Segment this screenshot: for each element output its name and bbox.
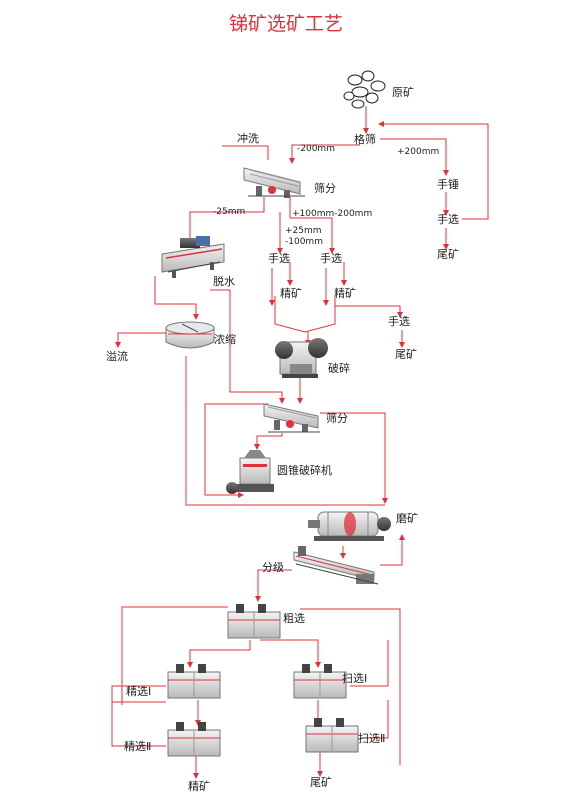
label-minus200: -200mm bbox=[297, 144, 335, 154]
label-scav2: 扫选Ⅱ bbox=[358, 732, 385, 745]
label-grid-screen: 格筛 bbox=[354, 132, 376, 146]
dewatering-screen-icon bbox=[161, 236, 225, 278]
thickener-icon bbox=[165, 321, 215, 349]
label-cleaner1: 精选Ⅰ bbox=[126, 685, 151, 698]
label-plus200: +200mm bbox=[397, 147, 439, 157]
cone-crusher-icon bbox=[226, 450, 274, 494]
label-tailings-top: 尾矿 bbox=[437, 248, 459, 261]
label-classify: 分级 bbox=[262, 561, 284, 574]
label-dewater: 脱水 bbox=[213, 274, 235, 288]
label-hand-pick-c: 手选 bbox=[388, 314, 410, 328]
label-hammer: 手锤 bbox=[437, 177, 459, 191]
label-crushing: 破碎 bbox=[328, 361, 350, 375]
label-scav1: 扫选Ⅰ bbox=[342, 672, 367, 685]
label-concentrate-b: 精矿 bbox=[334, 287, 356, 300]
label-cone-crusher: 圆锥破碎机 bbox=[277, 463, 332, 477]
label-minus25: -25mm bbox=[213, 207, 245, 217]
label-raw-ore: 原矿 bbox=[392, 86, 414, 99]
vibrating-screen-icon bbox=[243, 167, 305, 198]
flotation-cell-cleaner2-icon bbox=[167, 722, 221, 757]
label-range100-200: +100mm-200mm bbox=[292, 209, 372, 219]
label-screening2: 筛分 bbox=[326, 411, 348, 425]
label-hand-pick-top: 手选 bbox=[437, 212, 459, 226]
label-tailings-mid: 尾矿 bbox=[395, 348, 417, 361]
spiral-classifier-icon bbox=[293, 546, 379, 585]
flotation-cell-scav2-icon bbox=[305, 718, 359, 753]
label-minus100: -100mm bbox=[285, 237, 323, 247]
flow-arrowheads bbox=[115, 121, 449, 779]
flotation-cell-scav1-icon bbox=[293, 664, 347, 699]
label-final-concentrate: 精矿 bbox=[188, 780, 210, 793]
label-grinding: 磨矿 bbox=[396, 512, 418, 525]
label-concentrate-a: 精矿 bbox=[280, 287, 302, 300]
label-hand-pick-a: 手选 bbox=[268, 251, 290, 265]
page-title: 锑矿选矿工艺 bbox=[229, 13, 343, 35]
stage-labels: 原矿 格筛 冲洗 -200mm +200mm 手锤 手选 尾矿 筛分 -25mm… bbox=[106, 86, 459, 793]
jaw-crusher-icon bbox=[275, 338, 328, 378]
flotation-cell-cleaner1-icon bbox=[167, 664, 221, 699]
label-final-tailings: 尾矿 bbox=[310, 776, 332, 789]
flotation-cell-rougher-icon bbox=[227, 604, 281, 639]
label-screening: 筛分 bbox=[314, 181, 336, 195]
label-cleaner2: 精选Ⅱ bbox=[124, 740, 151, 753]
label-overflow: 溢流 bbox=[106, 349, 128, 363]
label-plus25: +25mm bbox=[285, 226, 322, 236]
vibrating-screen-2-icon bbox=[263, 403, 320, 433]
flow-lines bbox=[111, 106, 489, 775]
raw-ore-icon bbox=[343, 70, 386, 109]
label-rougher: 粗选 bbox=[283, 612, 305, 625]
label-thicken: 浓缩 bbox=[214, 333, 236, 346]
label-wash: 冲洗 bbox=[237, 131, 259, 145]
label-hand-pick-b: 手选 bbox=[320, 251, 342, 265]
ball-mill-icon bbox=[308, 511, 391, 541]
